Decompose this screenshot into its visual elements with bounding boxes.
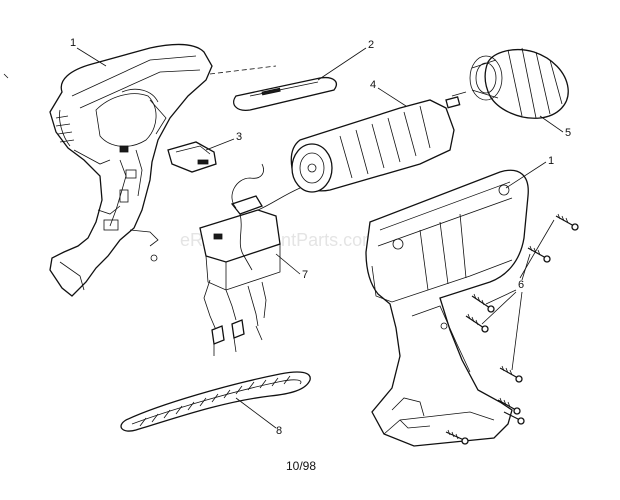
footer-date: 10/98 — [286, 459, 316, 473]
part-left-housing-half — [49, 43, 213, 297]
callout-8: 8 — [235, 397, 282, 437]
callout-label: 2 — [368, 39, 374, 51]
callout-label: 1 — [70, 37, 76, 49]
callout-label: 6 — [518, 279, 524, 291]
part-lanyard — [120, 371, 311, 432]
callout-7: 7 — [275, 253, 308, 281]
part-clip — [167, 141, 217, 173]
screw-4 — [465, 313, 489, 333]
callout-4: 4 — [370, 79, 407, 107]
screw-2 — [527, 245, 551, 263]
callout-3: 3 — [205, 131, 242, 151]
callout-2: 2 — [317, 39, 374, 81]
screw-6 — [497, 397, 521, 415]
callout-label: 7 — [302, 269, 308, 281]
callout-label: 4 — [370, 79, 376, 91]
screw-5 — [499, 365, 523, 383]
callout-6: 6 — [481, 219, 555, 371]
callout-5: 5 — [539, 115, 571, 139]
callout-1a: 1 — [70, 37, 107, 67]
part-right-housing-half — [365, 169, 529, 447]
screw-3 — [471, 293, 495, 313]
part-gear-cap — [469, 47, 569, 119]
part-switch-assembly — [199, 163, 301, 356]
part-motor — [290, 91, 467, 193]
part-screws — [445, 213, 579, 445]
callout-label: 1 — [548, 155, 554, 167]
callout-label: 3 — [236, 131, 242, 143]
edge-mark — [3, 73, 9, 79]
callout-1b: 1 — [505, 155, 554, 189]
screw-1 — [555, 213, 579, 231]
screw-8 — [445, 429, 469, 445]
screw-7 — [503, 411, 525, 425]
callout-label: 5 — [565, 127, 571, 139]
callout-label: 8 — [276, 425, 282, 437]
part-slide-bar — [209, 65, 337, 111]
